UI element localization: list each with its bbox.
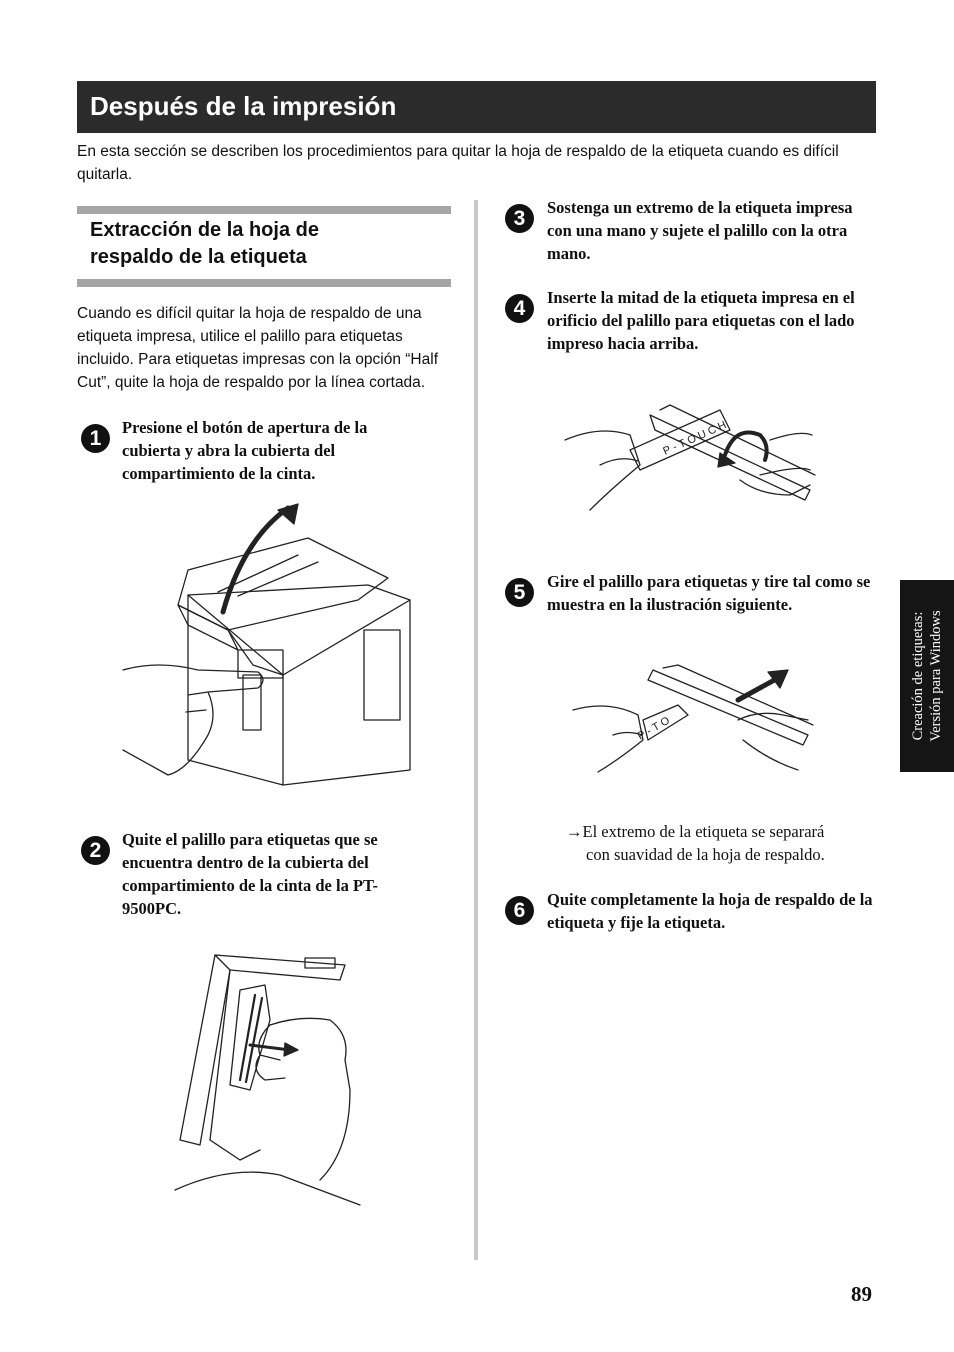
step-5-text: Gire el palillo para etiquetas y tire ta… <box>547 572 871 614</box>
side-tab-line1: Creación de etiquetas: <box>910 611 926 741</box>
step-3-text: Sostenga un extremo de la etiqueta impre… <box>547 198 853 263</box>
page-number: 89 <box>851 1282 872 1306</box>
step-4-text: Inserte la mitad de la etiqueta impresa … <box>547 288 855 353</box>
page-title: Después de la impresión <box>90 91 397 121</box>
step-6-text: Quite completamente la hoja de respaldo … <box>547 890 873 932</box>
arrow-icon: → <box>566 822 583 841</box>
section-rule-top <box>77 206 451 214</box>
result-note-line2: con suavidad de la hoja de respaldo. <box>586 845 825 864</box>
step-2-number: 2 <box>81 836 110 865</box>
section-body: Cuando es difícil quitar la hoja de resp… <box>77 305 438 391</box>
side-tab <box>900 580 954 772</box>
section-rule-bottom <box>77 279 451 287</box>
column-divider <box>474 200 478 1260</box>
side-tab-line2: Versión para Windows <box>928 610 944 742</box>
title-bar <box>77 81 876 133</box>
label-text-p-to: P-TO <box>636 713 675 742</box>
step-2-text: Quite el palillo para etiquetas que se e… <box>122 830 379 918</box>
step-4-number: 4 <box>505 294 534 323</box>
section-title: Extracción de la hoja de respaldo de la … <box>90 217 440 271</box>
step-6-number: 6 <box>505 896 534 925</box>
pull-label-stick-illustration: P-TO <box>572 664 814 773</box>
step-5-number: 5 <box>505 578 534 607</box>
section-title-line2: respaldo de la etiqueta <box>90 246 307 268</box>
step-3-number: 3 <box>505 204 534 233</box>
step-1-number: 1 <box>81 424 110 453</box>
result-note: →El extremo de la etiqueta se separará c… <box>566 820 886 866</box>
step-1-text: Presione el botón de apertura de la cubi… <box>122 418 368 483</box>
intro-paragraph: En esta sección se describen los procedi… <box>77 143 839 183</box>
result-note-line1: El extremo de la etiqueta se separará <box>582 822 825 841</box>
printer-open-cover-illustration <box>122 503 411 786</box>
side-tab-text: Creación de etiquetas: Versión para Wind… <box>909 610 945 741</box>
remove-label-stick-illustration <box>174 954 361 1206</box>
section-title-line1: Extracción de la hoja de <box>90 219 319 241</box>
insert-label-illustration: P-TOUCH <box>564 404 816 511</box>
